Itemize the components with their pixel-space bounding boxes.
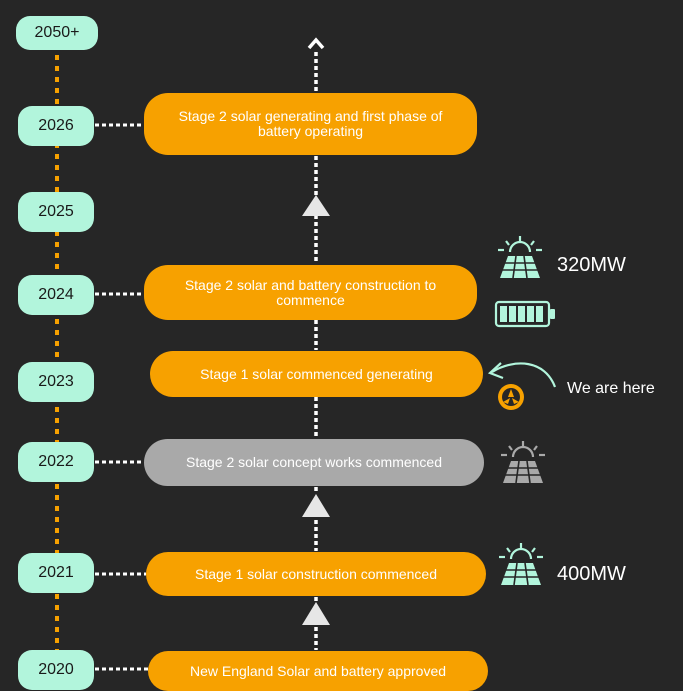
year-2020: 2020 (18, 650, 94, 690)
solar-panel-icon (501, 441, 545, 484)
stage-2026: Stage 2 solar generating and first phase… (144, 93, 477, 155)
year-2025: 2025 (18, 192, 94, 232)
solar-panel-icon (499, 543, 543, 586)
year-2021: 2021 (18, 553, 94, 593)
up-arrow-icon (302, 494, 330, 517)
battery-icon (494, 300, 555, 328)
we-are-here-label: We are here (567, 380, 655, 397)
stage-2021: Stage 1 solar construction commenced (146, 552, 486, 596)
stage-2022: Stage 2 solar concept works commenced (144, 439, 484, 486)
stage-2023: Stage 1 solar commenced generating (150, 351, 483, 397)
solar-panel-icon (498, 236, 542, 279)
connectors (95, 123, 148, 671)
year-2050-plus: 2050+ (16, 16, 98, 50)
year-2023: 2023 (18, 362, 94, 402)
curved-arrow-icon (487, 362, 557, 388)
year-2024: 2024 (18, 275, 94, 315)
top-arrow-icon (307, 37, 325, 50)
year-2026: 2026 (18, 106, 94, 146)
stage-2020: New England Solar and battery approved (148, 651, 488, 691)
stage-2024: Stage 2 solar and battery construction t… (144, 265, 477, 320)
up-arrow-icon (302, 602, 330, 625)
capacity-400mw: 400MW (557, 563, 626, 585)
location-marker-icon (498, 384, 524, 410)
capacity-320mw: 320MW (557, 254, 626, 276)
year-2022: 2022 (18, 442, 94, 482)
up-arrow-icon (302, 195, 330, 216)
